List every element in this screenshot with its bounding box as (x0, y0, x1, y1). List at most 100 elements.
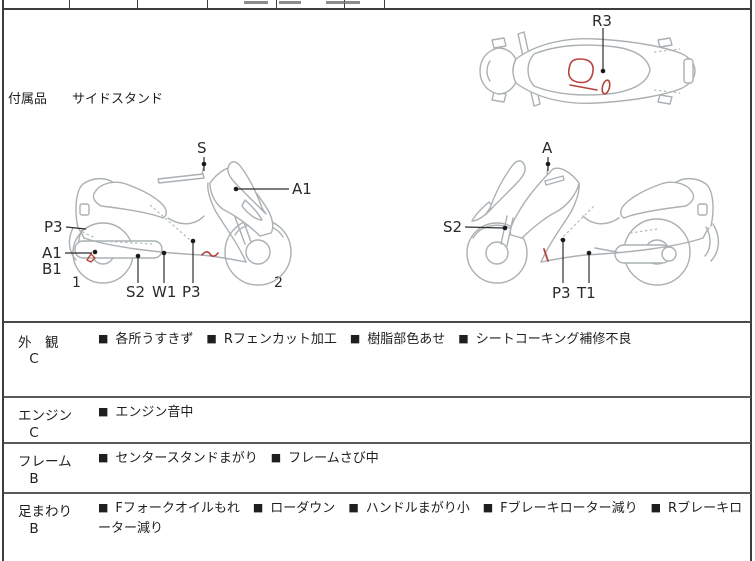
condition-item: ■ エンジン音中 (98, 405, 193, 420)
cropped-text-remnant (244, 1, 268, 4)
accessories-label: 付属品 (8, 92, 48, 107)
front-cowl (509, 167, 580, 239)
mirror-right-icon (491, 91, 507, 103)
condition-items: ■ エンジン音中 (98, 403, 748, 423)
item-bullet-icon: ■ (98, 405, 109, 418)
damage-mark-body (201, 251, 219, 257)
condition-item: ■ フレームさび中 (271, 451, 379, 466)
condition-item: ■Rブレーキローター減り (98, 501, 742, 536)
item-bullet-icon: ■ (98, 451, 109, 464)
cropped-text-remnant (326, 1, 360, 4)
condition-item: ■各所うすきず (98, 332, 193, 347)
marker-label-a: A (542, 139, 553, 157)
seat (620, 181, 695, 219)
front-fairing (479, 47, 517, 95)
headlight (471, 201, 494, 222)
front-wheel (466, 222, 528, 284)
tail-body (75, 177, 125, 229)
category-label: 足まわり (18, 504, 72, 520)
marker-label-p3-right: P3 (552, 284, 571, 302)
header-cell-divider (384, 0, 385, 9)
muffler (74, 240, 163, 259)
condition-item: ■ センタースタンドまがり (98, 451, 258, 466)
item-text: Fフォークオイルもれ (115, 501, 240, 516)
header-row-bottom-rule (2, 8, 751, 10)
cropped-text-remnant (279, 1, 301, 4)
header-cell-divider (207, 0, 208, 9)
marker-label-w1: W1 (152, 283, 177, 301)
item-bullet-icon: ■ (270, 451, 282, 464)
left-border (2, 0, 4, 561)
item-text: エンジン音中 (115, 405, 194, 420)
item-text: シートコーキング補修不良 (475, 332, 632, 347)
item-bullet-icon: ■ (252, 501, 264, 514)
marker-label-a1-muffler: A1 (42, 244, 62, 262)
grade-value: B (29, 521, 39, 537)
grade-value: C (29, 425, 39, 441)
body-lower-edge (83, 237, 247, 263)
damage-mark-body (543, 248, 549, 262)
item-bullet-icon: ■ (348, 501, 359, 514)
item-bullet-icon: ■ (206, 332, 217, 345)
mirror-icon (157, 173, 205, 184)
item-text: フレームさび中 (288, 451, 379, 466)
marker-label-r3: R3 (592, 12, 612, 30)
section-divider (4, 321, 751, 323)
condition-item: ■ ローダウン (253, 501, 335, 516)
damage-mark-muffler (86, 253, 96, 263)
condition-item: ■ 樹脂部色あせ (350, 332, 445, 347)
item-bullet-icon: ■ (98, 501, 109, 514)
condition-item: ■ ハンドルまがり小 (348, 501, 469, 516)
category-label: 外 観 (18, 335, 59, 351)
top-view-diagram (479, 28, 696, 107)
header-cell-divider (69, 0, 70, 9)
right-side-view-diagram (464, 157, 720, 286)
item-text: ローダウン (270, 501, 336, 516)
condition-item: ■ Fブレーキローター減り (483, 501, 638, 516)
marker-label-s2-right: S2 (443, 218, 463, 236)
item-text: Rブレーキローター減り (98, 501, 743, 536)
section-divider (4, 442, 751, 444)
swingarm (594, 247, 618, 253)
headlight (241, 199, 263, 221)
marker-label-2: 2 (274, 275, 283, 291)
header-cell-divider (344, 0, 345, 9)
item-bullet-icon: ■ (349, 332, 361, 345)
tail-cap (683, 58, 694, 84)
section-divider (4, 396, 751, 398)
condition-item: ■ Fフォークオイルもれ (98, 501, 240, 516)
damage-mark-seat (567, 58, 594, 84)
marker-label-p3-rear: P3 (44, 218, 63, 236)
seat-outline (527, 44, 651, 96)
category-label: フレーム (18, 454, 72, 470)
rear-fender (710, 223, 720, 262)
item-bullet-icon: ■ (482, 501, 494, 514)
windscreen (227, 161, 267, 215)
condition-item: ■シートコーキング補修不良 (458, 332, 631, 347)
item-text: Rフェンカット加工 (223, 332, 337, 347)
condition-item: ■ Rフェンカット加工 (206, 332, 336, 347)
condition-items: ■ センタースタンドまがり ■ フレームさび中 (98, 449, 748, 469)
damage-mark-oval (601, 79, 611, 95)
item-text: ハンドルまがり小 (365, 501, 470, 516)
item-text: 樹脂部色あせ (367, 332, 446, 347)
r3-pointer-dot (600, 68, 606, 74)
s2-pointer-line (464, 226, 504, 229)
damage-mark-line (569, 84, 598, 91)
taillight (697, 203, 708, 216)
rear-fender (68, 227, 77, 261)
taillight (79, 203, 90, 216)
left-side-view-diagram (65, 157, 292, 286)
windscreen (485, 160, 526, 215)
seat (92, 181, 167, 219)
marker-label-s2: S2 (126, 283, 146, 301)
marker-label-b1: B1 (42, 260, 62, 278)
item-text: センタースタンドまがり (115, 451, 258, 466)
p3-rear-pointer-line (65, 226, 87, 230)
category-label: エンジン (18, 408, 72, 424)
condition-items: ■ Fフォークオイルもれ ■ ローダウン ■ ハンドルまがり小 ■ Fブレーキローター減り■R… (98, 499, 748, 539)
marker-label-a1-front: A1 (292, 180, 312, 198)
item-text: Fブレーキローター減り (500, 501, 638, 516)
section-divider (4, 492, 751, 494)
